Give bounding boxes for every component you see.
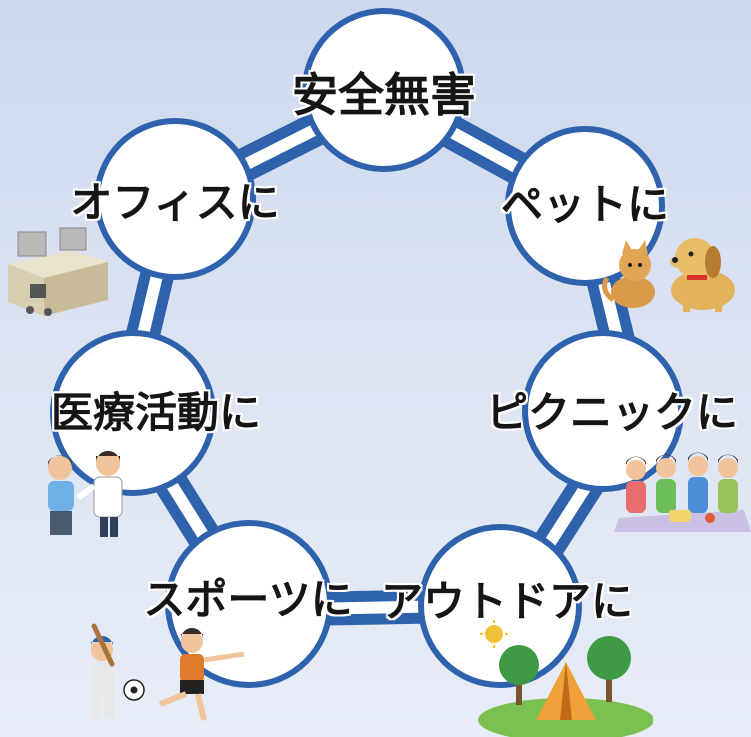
label-sports: スポーツに [143, 575, 353, 624]
node-center-safe [302, 8, 466, 172]
node-office [94, 118, 256, 280]
label-center: 安全無害 [292, 68, 476, 122]
tent-camping-illustration [478, 620, 653, 737]
label-medical: 医療活動に [50, 388, 262, 437]
office-desk-illustration [8, 227, 108, 316]
label-outdoor: アウトドアに [380, 577, 634, 626]
family-picnic-illustration [614, 452, 751, 532]
label-pets: ペットに [500, 180, 670, 229]
dog-cat-illustration [602, 238, 735, 312]
label-office: オフィスに [70, 178, 280, 227]
sports-players-illustration [90, 623, 245, 721]
doctor-patient-illustration [47, 450, 123, 537]
label-picnic: ピクニックに [485, 388, 739, 437]
node-medical [50, 330, 216, 496]
